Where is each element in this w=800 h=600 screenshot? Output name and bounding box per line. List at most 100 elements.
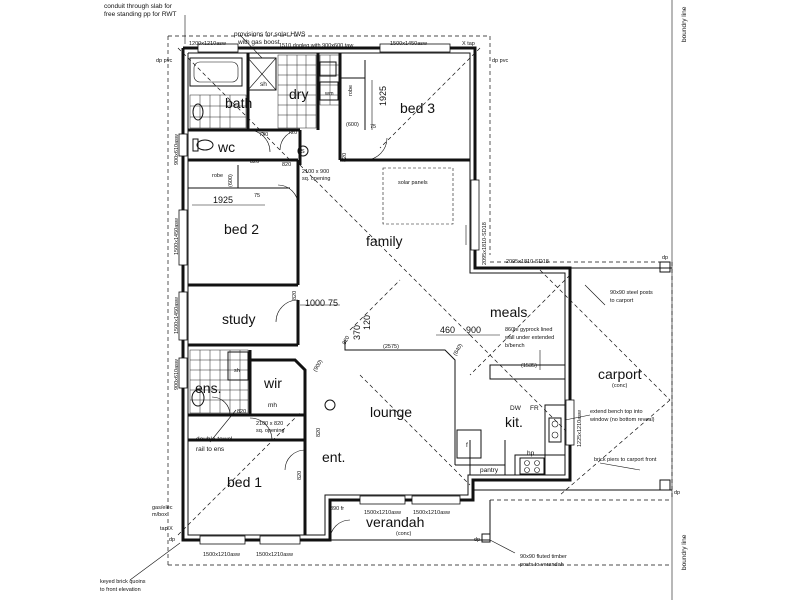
note-opening-hall-2: sq. opening bbox=[302, 176, 330, 182]
room-label-bed3: bed 3 bbox=[400, 100, 435, 116]
dim-1925-bed3: 1925 bbox=[378, 86, 388, 106]
room-label-bed1: bed 1 bbox=[227, 474, 262, 490]
dim-820-hall: 820 bbox=[282, 162, 291, 168]
note-steel-posts: 90x90 steel posts bbox=[610, 290, 653, 296]
note-window-left-2: 1500x1450asw bbox=[174, 218, 180, 255]
basin-icon bbox=[192, 103, 204, 121]
note-dp-pvc-right: dp pvc bbox=[492, 58, 508, 64]
dim-890fr: 890 fr bbox=[330, 506, 344, 512]
note-sd-carport: 2095x1810-SD18 bbox=[506, 259, 549, 265]
note-solar-panels: solar panels bbox=[398, 180, 428, 186]
room-label-ent: ent. bbox=[322, 449, 345, 465]
tile-grid-bath bbox=[189, 54, 341, 129]
note-opening-wir-2: sq. opening bbox=[256, 428, 284, 434]
note-tap-top: X tap bbox=[462, 41, 475, 47]
fixture-label-sh: sh bbox=[260, 81, 267, 88]
dimension-lines bbox=[192, 80, 500, 336]
note-quoins-2: to front elevation bbox=[100, 587, 141, 593]
note-window-top-left: 1200x1210asw bbox=[189, 41, 226, 47]
note-window-bed1-2: 1500x1210asw bbox=[256, 552, 293, 558]
dim-820-mid: 820 bbox=[342, 335, 352, 346]
room-label-study: study bbox=[222, 311, 255, 327]
carport-surface-label: (conc) bbox=[612, 383, 627, 389]
fixture-label-sh-ens: sh bbox=[234, 368, 240, 374]
dim-720-b: 720 bbox=[288, 130, 297, 136]
note-conduit-2: free standing pp for RWT bbox=[104, 11, 177, 18]
fixture-label-robe-bed3: robe bbox=[348, 85, 354, 96]
note-gyprock-3: b/bench bbox=[505, 343, 525, 349]
carport-outline bbox=[473, 261, 672, 491]
note-sd-right: 2095x1810-SD18 bbox=[482, 222, 488, 265]
note-opening-hall: 2100 x 900 bbox=[302, 169, 329, 175]
room-label-verandah: verandah bbox=[366, 514, 424, 530]
verandah-surface-label: (conc) bbox=[396, 531, 411, 537]
site-boundary-lines bbox=[167, 0, 673, 600]
dim-120: 120 bbox=[362, 315, 372, 330]
note-timber-posts: 90x90 fluted timber bbox=[520, 554, 567, 560]
note-gyprock-2: wall under extended bbox=[504, 335, 554, 341]
dim-820-study: 820 bbox=[292, 291, 298, 300]
note-extend-bench-2: window (no bottom reveal) bbox=[589, 417, 655, 423]
note-dogleg: 1510 dogleg with 900x600 taw bbox=[279, 43, 353, 49]
verandah-outline bbox=[330, 500, 491, 543]
toilet-icon bbox=[192, 138, 214, 152]
note-opening-wir: 2100 x 820 bbox=[256, 421, 283, 427]
roof-hip-lines bbox=[177, 47, 671, 536]
dim-900: 900 bbox=[466, 325, 481, 335]
note-meter-box: m/box bbox=[152, 512, 167, 518]
washing-machine-icon bbox=[319, 81, 339, 101]
fixture-label-s: S bbox=[301, 149, 305, 155]
fixture-label-f: f bbox=[466, 442, 468, 449]
dim-75-hall: 75 bbox=[328, 298, 338, 308]
note-window-top-right: 1500x1450asw bbox=[390, 41, 427, 47]
windows bbox=[178, 43, 575, 545]
room-label-family: family bbox=[366, 233, 403, 249]
dim-820-wc: 820 bbox=[250, 159, 259, 165]
note-solar-hws: provisions for solar HWS bbox=[234, 31, 306, 38]
note-window-left-3: 1500x1450asw bbox=[174, 297, 180, 334]
fridge-icon bbox=[456, 429, 482, 459]
note-gas-boost: with gas boost bbox=[237, 39, 280, 46]
note-window-left-1: 900x610asw bbox=[174, 134, 180, 165]
dim-75-bed3: 75 bbox=[370, 124, 376, 130]
fixture-label-dw: DW bbox=[510, 405, 522, 412]
dim-1925-bed2: 1925 bbox=[213, 195, 233, 205]
fixture-label-robe-bed2: robe bbox=[212, 173, 223, 179]
leader-lines bbox=[129, 15, 641, 581]
room-label-dry: dry bbox=[289, 86, 308, 102]
note-window-left-4: 900x610asw bbox=[174, 359, 180, 390]
note-towel-rail-2: rail to ens bbox=[196, 446, 225, 453]
ensuite-shower-icon bbox=[227, 351, 249, 381]
note-dp-carport-bottom: dp bbox=[674, 490, 680, 496]
dim-1000-hall: 1000 bbox=[305, 298, 325, 308]
note-dp-bottom-left: dp bbox=[169, 537, 175, 543]
note-brick-piers: brick piers to carport front bbox=[594, 457, 657, 463]
dim-820-bed1: 820 bbox=[297, 471, 303, 480]
note-window-verandah-1: 1500x1210asw bbox=[364, 510, 401, 516]
ensuite-bath-icon bbox=[191, 389, 205, 407]
exterior-walls bbox=[181, 46, 572, 542]
dim-820-ens: 820 bbox=[237, 409, 246, 415]
dim-2575: (2575) bbox=[383, 344, 399, 350]
dim-840: (840) bbox=[453, 343, 465, 357]
note-conduit: conduit through slab for bbox=[104, 3, 173, 10]
room-label-wir: wir bbox=[263, 375, 282, 391]
fixture-label-mh: mh bbox=[268, 402, 277, 409]
cooktop-icon bbox=[519, 457, 545, 475]
note-gyprock: 860hi gyprock lined bbox=[505, 327, 552, 333]
room-label-pantry: pantry bbox=[480, 467, 499, 474]
dim-75-bed2: 75 bbox=[254, 193, 260, 199]
dim-900-wir: (900) bbox=[313, 359, 325, 373]
note-window-bed1: 1500x1210asw bbox=[203, 552, 240, 558]
note-dp-carport: dp bbox=[662, 255, 668, 261]
note-steel-posts-2: to carport bbox=[610, 298, 634, 304]
smoke-detector-icon bbox=[297, 145, 336, 411]
fixture-label-hp: hp bbox=[527, 450, 535, 457]
note-dp-bottom-right: dp bbox=[474, 537, 480, 543]
dim-720-a: 720 bbox=[259, 132, 268, 138]
bathtub-icon bbox=[189, 57, 243, 87]
note-boundary-bottom: boundry line bbox=[681, 534, 688, 570]
sink-icon bbox=[548, 417, 562, 443]
door-swings bbox=[211, 129, 388, 541]
